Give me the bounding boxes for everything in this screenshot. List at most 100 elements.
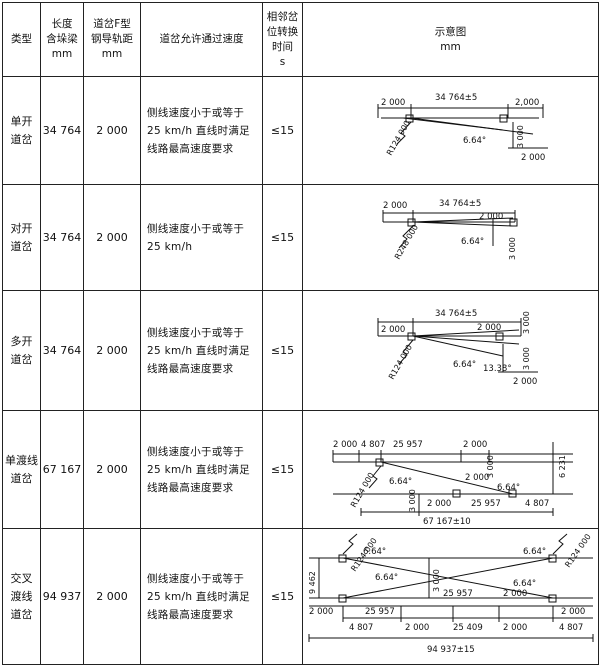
label-height: 6 231 [558, 455, 567, 478]
label-angle: 6.64° [463, 136, 486, 146]
cell-type: 多开 道岔 [2, 290, 41, 411]
label-mid: 2 000 [465, 473, 489, 483]
label-offset: 3 000 [432, 569, 441, 592]
cell-speed: 侧线速度小于或等于 25 km/h 直线时满足 线路最高速度要求 [140, 76, 263, 185]
cell-type: 单渡线 道岔 [2, 410, 41, 529]
label-b1: 4 807 [349, 623, 373, 633]
label-radius: R124 000 [387, 343, 414, 381]
cell-time: ≤15 [262, 76, 303, 185]
cell-length: 34 764 [40, 290, 84, 411]
label-angle-1: 6.64° [363, 547, 386, 557]
label-m3: 25 957 [443, 589, 473, 599]
table-row: 对开 道岔 34 764 2 000 侧线速度小于或等于 25 km/h ≤15 [2, 184, 599, 291]
cell-length: 34 764 [40, 76, 84, 185]
cell-diagram: 2 000 34 764±5 2 000 R248 000 6.64° 3 00… [302, 184, 599, 291]
label-radius: R124 000 [349, 471, 376, 509]
single-crossover-diagram: 2 000 4 807 25 957 2 000 6 231 3 000 3 0… [332, 440, 573, 527]
label-left: 2 000 [381, 98, 405, 108]
cell-type: 单开 道岔 [2, 76, 41, 185]
cell-length: 94 937 [40, 528, 84, 665]
label-left: 2 000 [381, 325, 405, 335]
label-angle: 6.64° [461, 237, 484, 247]
label-right: 2 000 [477, 323, 501, 333]
label-m2: 25 957 [365, 607, 395, 617]
table-row: 单渡线 道岔 67 167 2 000 侧线速度小于或等于 25 km/h 直线… [2, 410, 599, 529]
cell-gauge: 2 000 [83, 528, 141, 665]
label-offset: 3 000 [516, 125, 525, 148]
header-row: 类型 长度 含垛梁 mm 道岔F型 钢导轨距 mm 道岔允许通过速度 相邻岔 位… [2, 2, 599, 77]
label-total: 94 937±15 [427, 645, 475, 655]
single-turnout-diagram: 2 000 34 764±5 2,000 R124 000 6.64° 3 00… [377, 93, 548, 163]
cell-type: 交叉 渡线 道岔 [2, 528, 41, 665]
header-time: 相邻岔 位转换 时间 s [262, 2, 303, 77]
cell-length: 34 764 [40, 184, 84, 291]
label-t1: 2 000 [333, 440, 357, 450]
cell-time: ≤15 [262, 528, 303, 665]
label-t3: 25 957 [393, 440, 423, 450]
label-m5: 2 000 [561, 607, 585, 617]
label-offset-2: 3 000 [522, 347, 531, 370]
table-row: 单开 道岔 34 764 2 000 侧线速度小于或等于 25 km/h 直线时… [2, 76, 599, 185]
label-right: 2 000 [479, 212, 503, 222]
header-speed: 道岔允许通过速度 [140, 2, 263, 77]
label-m1: 2 000 [309, 607, 333, 617]
multi-turnout-diagram: 2 000 34 764±5 2 000 R124 000 6.64° 13.3… [377, 309, 538, 387]
cell-type: 对开 道岔 [2, 184, 41, 291]
label-offset: 3 000 [486, 455, 495, 478]
label-b2: 25 957 [471, 499, 501, 509]
header-length: 长度 含垛梁 mm [40, 2, 84, 77]
label-angle-4: 6.64° [513, 579, 536, 589]
label-height: 9 462 [308, 571, 317, 594]
cell-length: 67 167 [40, 410, 84, 529]
label-t4: 2 000 [463, 440, 487, 450]
cell-speed: 侧线速度小于或等于 25 km/h [140, 184, 263, 291]
label-b5: 4 807 [559, 623, 583, 633]
label-total: 67 167±10 [423, 517, 471, 527]
label-b3: 25 409 [453, 623, 483, 633]
header-type: 类型 [2, 2, 41, 77]
label-angle-2: 6.64° [523, 547, 546, 557]
cell-time: ≤15 [262, 410, 303, 529]
label-left: 2 000 [383, 201, 407, 211]
label-bottom: 2 000 [521, 153, 545, 163]
cell-gauge: 2 000 [83, 76, 141, 185]
cell-gauge: 2 000 [83, 290, 141, 411]
cell-time: ≤15 [262, 290, 303, 411]
label-offset: 3 000 [508, 237, 517, 260]
label-offset-2: 3 000 [408, 489, 417, 512]
cell-diagram: 2 000 34 764±5 2,000 R124 000 6.64° 3 00… [302, 76, 599, 185]
cell-diagram: 2 000 4 807 25 957 2 000 6 231 3 000 3 0… [302, 410, 599, 529]
label-b2: 2 000 [405, 623, 429, 633]
label-radius: R124 000 [385, 119, 412, 157]
label-angle-1: 6.64° [453, 360, 476, 370]
cell-gauge: 2 000 [83, 184, 141, 291]
cell-diagram: R124 000 R124 000 6.64° 6.64° 6.64° 6.64… [302, 528, 599, 665]
label-right: 2,000 [515, 98, 539, 108]
label-radius: R248 000 [393, 223, 420, 261]
label-total: 34 764±5 [435, 309, 477, 319]
label-angle-3: 6.64° [375, 573, 398, 583]
cell-time: ≤15 [262, 184, 303, 291]
table-row: 交叉 渡线 道岔 94 937 2 000 侧线速度小于或等于 25 km/h … [2, 528, 599, 665]
label-b1: 2 000 [427, 499, 451, 509]
label-t2: 4 807 [361, 440, 385, 450]
cell-speed: 侧线速度小于或等于 25 km/h 直线时满足 线路最高速度要求 [140, 290, 263, 411]
cell-gauge: 2 000 [83, 410, 141, 529]
label-total: 34 764±5 [439, 199, 481, 209]
label-angle-2: 13.38° [483, 364, 512, 374]
label-angle-2: 6.64° [389, 477, 412, 487]
table-row: 多开 道岔 34 764 2 000 侧线速度小于或等于 25 km/h 直线时… [2, 290, 599, 411]
label-b3: 4 807 [525, 499, 549, 509]
header-gauge: 道岔F型 钢导轨距 mm [83, 2, 141, 77]
symmetric-turnout-diagram: 2 000 34 764±5 2 000 R248 000 6.64° 3 00… [382, 199, 518, 261]
label-b4: 2 000 [503, 623, 527, 633]
label-total: 34 764±5 [435, 93, 477, 103]
header-diagram: 示意图 mm [302, 2, 599, 77]
label-radius-2: R124 000 [563, 532, 593, 569]
scissors-crossover-diagram: R124 000 R124 000 6.64° 6.64° 6.64° 6.64… [308, 532, 594, 655]
label-m4: 2 000 [503, 589, 527, 599]
cell-diagram: 2 000 34 764±5 2 000 R124 000 6.64° 13.3… [302, 290, 599, 411]
cell-speed: 侧线速度小于或等于 25 km/h 直线时满足 线路最高速度要求 [140, 410, 263, 529]
